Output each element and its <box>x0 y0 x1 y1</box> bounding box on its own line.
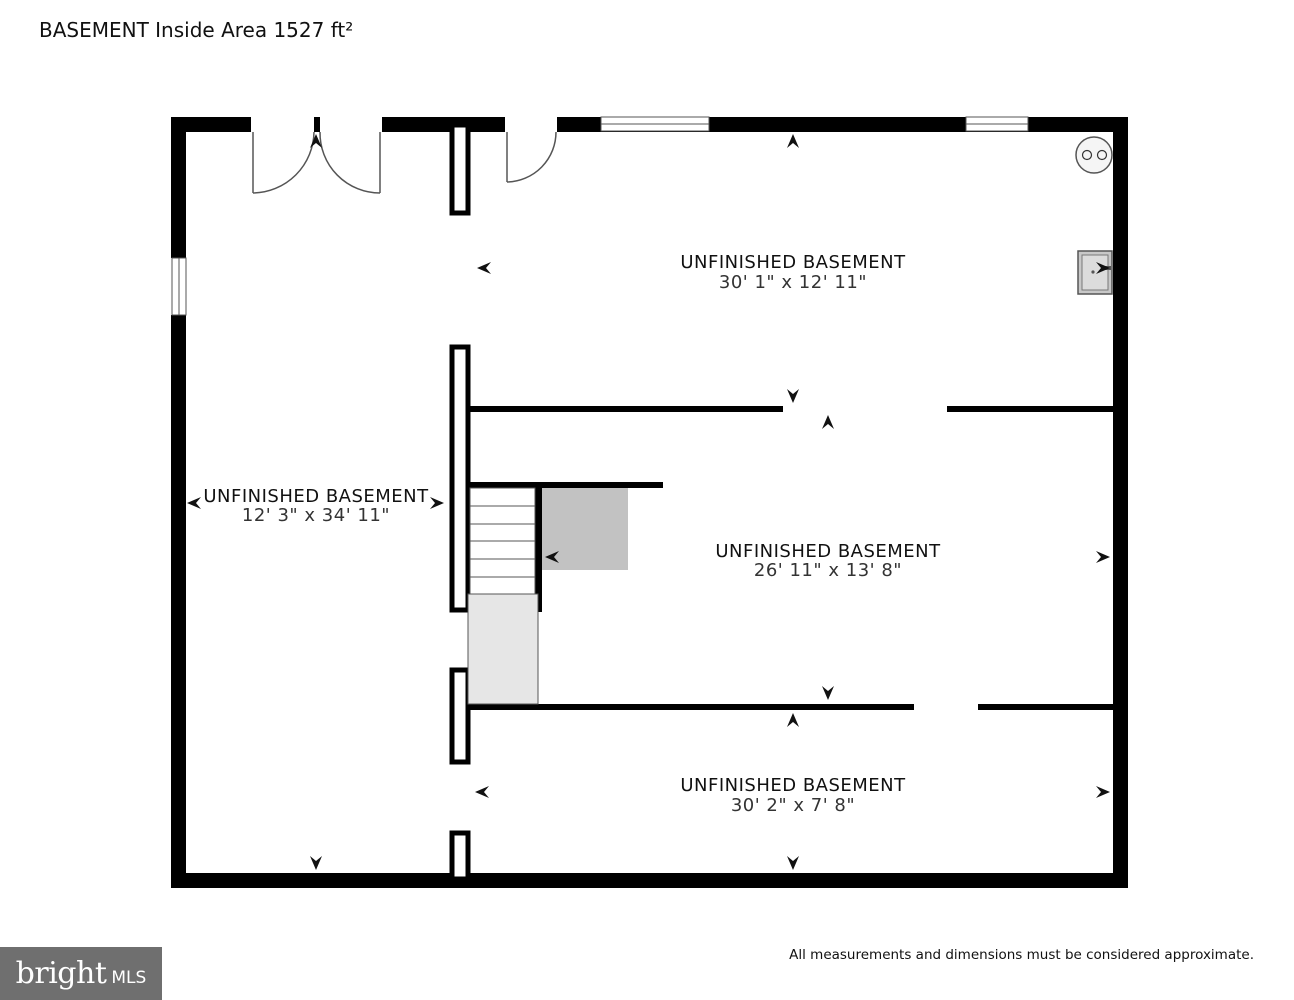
room-name: UNFINISHED BASEMENT <box>680 252 906 273</box>
room-dimensions: 12' 3" x 34' 11" <box>242 505 390 526</box>
room-dimensions: 30' 1" x 12' 11" <box>719 272 867 293</box>
partition-1-right <box>947 406 1115 412</box>
stair-side-wall <box>535 482 542 612</box>
logo-mls: MLS <box>111 967 147 988</box>
door-swing <box>506 131 557 183</box>
doors <box>252 131 557 194</box>
utility-sink-icon <box>1077 250 1113 295</box>
windows <box>171 116 1029 316</box>
interior-wall-top-post <box>449 122 471 216</box>
bright-mls-logo: bright MLS <box>0 947 162 1000</box>
room-label-top: UNFINISHED BASEMENT 30' 1" x 12' 11" <box>680 252 906 293</box>
door-swing <box>319 131 381 194</box>
room-name: UNFINISHED BASEMENT <box>715 541 941 562</box>
logo-brand: bright <box>15 956 107 991</box>
stair-void <box>542 488 628 570</box>
room-label-bottom: UNFINISHED BASEMENT 30' 2" x 7' 8" <box>680 775 906 816</box>
partition-2-right <box>978 704 1115 710</box>
room-label-left: UNFINISHED BASEMENT 12' 3" x 34' 11" <box>203 486 429 526</box>
room-name: UNFINISHED BASEMENT <box>680 775 906 796</box>
partition-1-left <box>470 406 783 412</box>
wall-openings <box>170 116 557 315</box>
room-name: UNFINISHED BASEMENT <box>203 486 429 507</box>
stair-head-wall <box>470 482 663 488</box>
interior-walls <box>449 122 1115 882</box>
plan-title: BASEMENT Inside Area 1527 ft² <box>39 18 354 42</box>
room-label-middle: UNFINISHED BASEMENT 26' 11" x 13' 8" <box>715 541 941 581</box>
wall-left <box>171 117 186 888</box>
stairs-icon <box>467 487 539 705</box>
interior-wall-center <box>449 344 471 613</box>
room-dimensions: 30' 2" x 7' 8" <box>731 795 855 816</box>
interior-wall-lower <box>449 667 471 765</box>
wall-right <box>1113 117 1128 888</box>
room-dimensions: 26' 11" x 13' 8" <box>754 560 902 581</box>
partition-2-left <box>470 704 914 710</box>
wall-bottom <box>171 873 1128 888</box>
stair-landing <box>467 593 539 705</box>
interior-wall-bottom-post <box>449 830 471 882</box>
measurement-disclaimer: All measurements and dimensions must be … <box>789 947 1254 963</box>
water-heater-icon <box>1075 136 1113 174</box>
door-swing <box>252 131 315 194</box>
